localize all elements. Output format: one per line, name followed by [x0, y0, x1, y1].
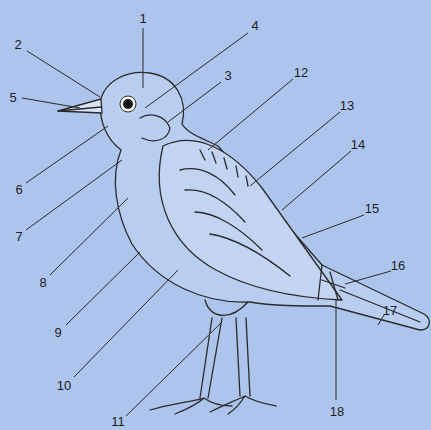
callout-number: 9 [54, 326, 61, 339]
callout-number: 15 [365, 202, 379, 215]
callout-number: 17 [383, 304, 397, 317]
callout-number: 7 [15, 230, 22, 243]
callout-number: 14 [351, 138, 365, 151]
callout-number: 3 [224, 69, 231, 82]
callout-number: 2 [14, 38, 21, 51]
callout-number: 18 [330, 405, 344, 418]
callout-number: 11 [111, 415, 125, 428]
callout-number: 13 [340, 99, 354, 112]
callout-number: 4 [251, 19, 258, 32]
callout-number: 10 [57, 379, 71, 392]
callout-number: 12 [294, 66, 308, 79]
callout-number: 5 [9, 91, 16, 104]
callout-number: 1 [139, 12, 146, 25]
callout-number: 8 [39, 276, 46, 289]
callout-number: 16 [391, 259, 405, 272]
callout-number: 6 [15, 183, 22, 196]
